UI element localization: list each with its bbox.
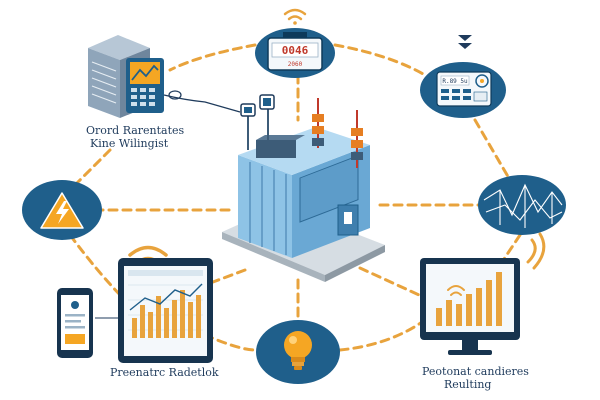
wifi-icon: [526, 232, 546, 270]
transformer-hub: [222, 94, 385, 282]
caption-bottom-left: Preenatrc Radetlok: [110, 366, 219, 379]
phone-icon: [57, 288, 93, 358]
transformer-icon: [222, 127, 385, 282]
server-cable: [163, 94, 241, 113]
connector-hub-bottomright: [358, 266, 432, 302]
server-node: [88, 35, 241, 118]
lightning-icon: [40, 192, 84, 229]
connector-top-meter-left: [168, 43, 257, 72]
caption-bottom-right-line1: Peotonat candieres: [422, 365, 529, 378]
connector-top-meter-right: [333, 43, 427, 77]
lightning-node: [22, 180, 102, 240]
meter-reading: 0046: [282, 44, 309, 57]
control-panel-icon: R.89 5u: [436, 71, 492, 107]
wifi-icon: [283, 8, 307, 25]
chevron-down-icon: [458, 35, 472, 49]
lightbulb-node: [256, 320, 340, 384]
dashed-connectors: [68, 43, 522, 352]
lightbulb-icon: [284, 331, 312, 370]
meter-icon: 0046 2060: [267, 32, 323, 71]
caption-top-left-line2: Kine Wilingist: [90, 137, 169, 150]
connector-server-lightning: [73, 148, 112, 187]
caption-top-left-line1: Orord Rarentates: [86, 124, 185, 137]
server-icon: [88, 35, 164, 118]
wifi-icon: [447, 285, 465, 296]
connector-bulb-monitor: [338, 318, 427, 352]
caption-top-left: Orord Rarentates Kine Wilingist: [86, 124, 184, 150]
tablet-icon: [118, 258, 213, 363]
caption-bottom-right: Peotonat candieres Reulting: [422, 365, 529, 391]
insulators: [240, 94, 363, 168]
monitor-node: [420, 232, 546, 355]
caption-bottom-right-line2: Reulting: [444, 378, 492, 391]
tablet-node: [57, 245, 213, 363]
grid-node: [478, 175, 566, 235]
control-panel-node: R.89 5u: [420, 35, 506, 118]
meter-node: 0046 2060: [255, 8, 335, 78]
meter-sub-reading: 2060: [288, 61, 303, 68]
grid-icon: [483, 183, 563, 228]
monitor-icon: [420, 258, 520, 355]
panel-label: R.89 5u: [442, 78, 468, 85]
connector-right-panel-grid: [473, 118, 512, 182]
